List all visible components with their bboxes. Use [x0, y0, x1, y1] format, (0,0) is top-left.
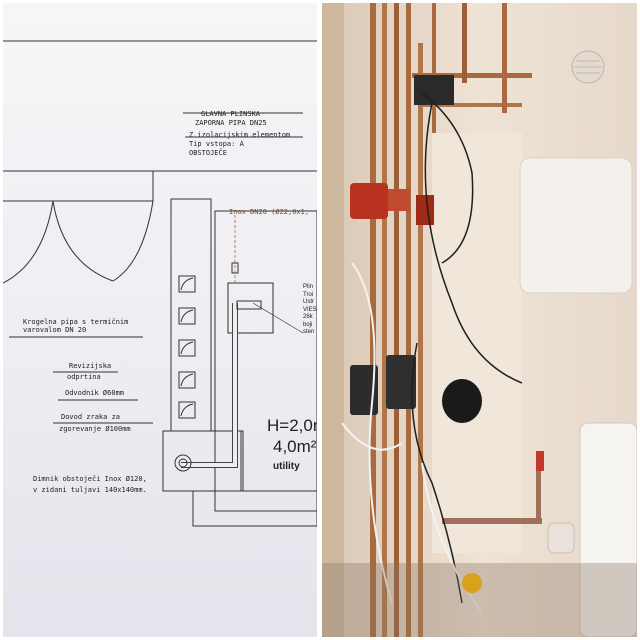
ball-valve-label-2: varovalom DN 20: [23, 326, 87, 334]
water-heater: [579, 422, 637, 637]
boiler-note-line: VIES: [303, 306, 317, 313]
flue-hole: [442, 379, 482, 423]
pumps: [350, 75, 454, 415]
boiler-note-line: Troi: [303, 291, 314, 298]
room-height: H=2,0m: [267, 416, 317, 435]
boiler-note: Plin Troi Ustr VIES 28k boji sten: [303, 284, 317, 337]
floor-plan-lines: [3, 40, 317, 527]
pipe-label: Inox DN20 (Ø22,0x1,: [229, 208, 310, 216]
gas-valve-title-1: GLAVNA PLINSKA: [201, 110, 261, 118]
boiler-room-scene: [322, 3, 637, 637]
room-area: 4,0m²: [273, 437, 317, 456]
boiler-room-photo: [322, 3, 637, 637]
boiler-note-line: sten: [303, 329, 315, 335]
boiler-note-line: boji: [303, 321, 313, 328]
expansion-tank: [519, 157, 633, 294]
air-supply-label-1: Dovod zraka za: [61, 413, 121, 421]
boiler-note-line: Plin: [303, 284, 314, 290]
flue-label: Odvodnik Ø60mm: [65, 389, 125, 397]
boiler-note-line: Ustr: [303, 299, 314, 305]
ball-valve-label-1: Krogelna pipa s termičnim: [23, 318, 129, 326]
inspection-label-2: odprtina: [67, 373, 101, 381]
gas-valve-note-2: Tip vstopa: A: [189, 140, 244, 148]
boiler-note-line: 28k: [303, 314, 313, 320]
room-name: utility: [273, 461, 300, 472]
gas-valve-note-3: OBSTOJEČE: [189, 149, 227, 157]
floor-plan-photo: GLAVNA PLINSKA ZAPORNA PIPA DN25 Z izola…: [3, 3, 317, 637]
chimney-label-2: v zidani tuljavi 140x140mm.: [33, 486, 147, 494]
air-supply-label-2: zgorevanje Ø100mm: [59, 425, 131, 433]
inspection-label-1: Revizijska: [69, 362, 112, 370]
gas-valve-note-1: Z izolacijskim elementom: [189, 131, 291, 139]
gas-valve-title-2: ZAPORNA PIPA DN25: [195, 119, 267, 127]
chimney-label-1: Dimnik obstoječi Inox Ø120,: [33, 475, 147, 483]
